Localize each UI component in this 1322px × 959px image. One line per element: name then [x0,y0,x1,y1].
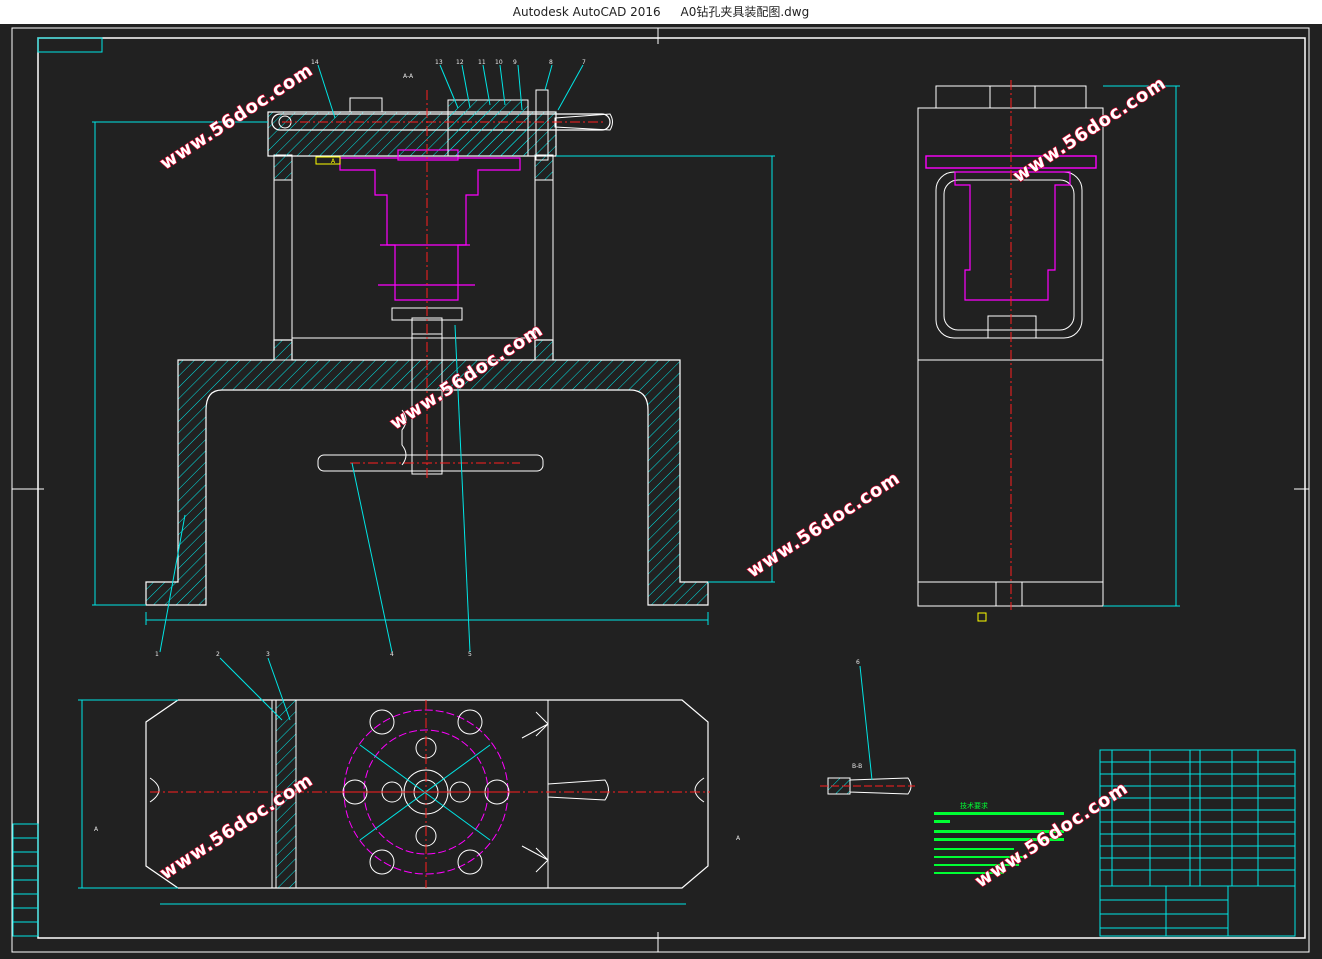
part-no-1: 1 [155,651,159,658]
part-no-13: 13 [435,59,443,66]
section-label-b-b: B-B [852,763,862,770]
side-view[interactable] [917,80,1180,622]
app-title: Autodesk AutoCAD 2016 [512,5,661,19]
watermark-6: www.56doc.com [971,778,1132,893]
file-name: A0钻孔夹具装配图.dwg [680,5,810,19]
watermark-4: www.56doc.com [743,468,904,583]
part-no-4: 4 [390,651,394,658]
part-no-8: 8 [549,59,553,66]
part-no-2: 2 [216,651,220,658]
plan-view[interactable]: 2 3 A A [78,651,741,905]
front-section-view[interactable]: A-A A 14 13 12 11 10 9 8 7 1 4 5 [92,59,775,658]
technical-requirements: 技术要求 [934,801,1064,874]
part-no-11: 11 [478,59,486,66]
part-no-3: 3 [266,651,270,658]
part-no-5: 5 [468,651,472,658]
revision-block [12,823,39,937]
workpiece [339,149,521,301]
part-no-14: 14 [311,59,319,66]
cad-drawing[interactable]: A-A A 14 13 12 11 10 9 8 7 1 4 5 [0,24,1322,959]
part-no-12: 12 [456,59,464,66]
tech-title: 技术要求 [960,801,988,810]
sheet-border [11,27,1310,953]
detail-part-6[interactable]: 6 B-B [820,659,915,795]
section-label-a-a: A-A [403,73,414,80]
datum-mark: A [331,158,336,165]
front-dimensions [92,64,775,653]
watermark-3: www.56doc.com [1009,73,1170,188]
part-no-9: 9 [513,59,517,66]
part-no-6: 6 [856,659,860,666]
view-marker-a-right: A [736,835,741,842]
part-no-7: 7 [582,59,586,66]
title-block [1099,749,1296,937]
window-titlebar: Autodesk AutoCAD 2016 A0钻孔夹具装配图.dwg [0,0,1322,24]
part-no-10: 10 [495,59,503,66]
view-marker-a-left: A [94,826,99,833]
drawing-canvas[interactable]: A-A A 14 13 12 11 10 9 8 7 1 4 5 [0,24,1322,959]
